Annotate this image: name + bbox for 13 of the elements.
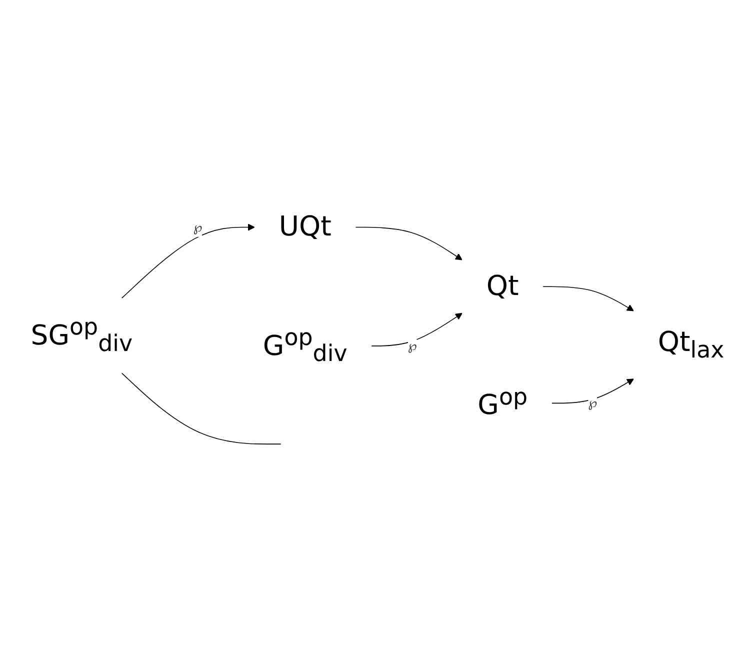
arrow bbox=[355, 226, 462, 260]
arrow bbox=[121, 224, 255, 299]
node-text: UQt bbox=[278, 210, 332, 244]
node-text: Qt bbox=[486, 270, 519, 303]
node-text: Qt$_{lax}$ bbox=[658, 326, 724, 364]
edge-label: ℘ bbox=[193, 219, 202, 235]
edge-label: ℘ bbox=[408, 338, 417, 354]
arrow bbox=[371, 313, 462, 347]
arrow bbox=[542, 286, 634, 312]
edge-label: ℘ bbox=[588, 395, 598, 411]
connector bbox=[121, 372, 282, 445]
node-text: G$^{op}$ bbox=[478, 383, 528, 422]
arrow bbox=[551, 378, 634, 404]
